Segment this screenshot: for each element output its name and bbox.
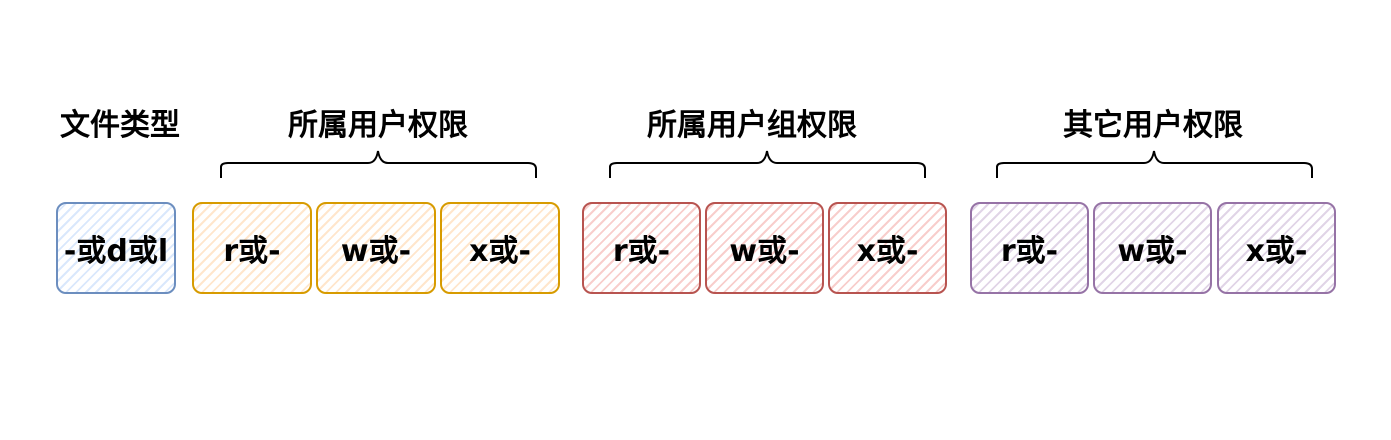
owner-execute-box: x或- — [440, 202, 560, 294]
group-brace — [609, 150, 926, 178]
owner-read-box: r或- — [192, 202, 312, 294]
owner-write-box: w或- — [316, 202, 436, 294]
file-type-box: -或d或l — [56, 202, 176, 294]
group-title: 所属用户组权限 — [647, 108, 857, 143]
other-execute-box: x或- — [1217, 202, 1336, 294]
other-read-box: r或- — [970, 202, 1089, 294]
other-brace — [996, 150, 1313, 178]
group-execute-box: x或- — [828, 202, 947, 294]
group-write-box: w或- — [705, 202, 824, 294]
owner-title: 所属用户权限 — [288, 108, 468, 143]
owner-brace — [220, 150, 537, 178]
other-title: 其它用户权限 — [1063, 108, 1243, 143]
group-read-box: r或- — [582, 202, 701, 294]
file-type-title: 文件类型 — [60, 108, 180, 143]
other-write-box: w或- — [1093, 202, 1212, 294]
